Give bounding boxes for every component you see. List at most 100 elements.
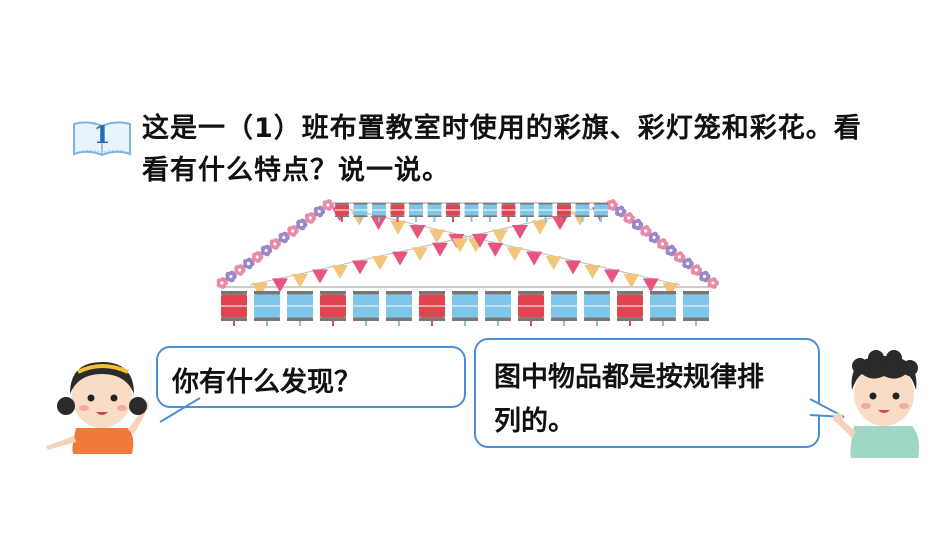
flag <box>512 225 528 239</box>
flag <box>545 256 562 271</box>
lantern <box>551 291 577 326</box>
lantern <box>520 203 534 222</box>
girl-bubble-tail <box>159 397 201 423</box>
flower <box>707 277 719 289</box>
flag <box>392 251 408 266</box>
flower <box>260 244 273 257</box>
flag <box>352 260 368 275</box>
problem-number-badge: 1 <box>72 118 132 158</box>
flag-row <box>252 207 679 297</box>
flower <box>216 277 228 289</box>
flag <box>492 229 508 244</box>
flower <box>243 257 255 270</box>
lantern <box>419 291 445 326</box>
flower <box>287 225 299 237</box>
flag <box>428 229 445 244</box>
flower <box>682 257 694 270</box>
flower <box>269 238 281 250</box>
lantern <box>427 203 442 222</box>
lantern <box>372 203 386 222</box>
lantern <box>650 291 676 326</box>
flag <box>472 233 488 248</box>
flag <box>452 238 468 253</box>
flower <box>313 205 326 218</box>
flower <box>322 199 334 211</box>
flag <box>292 273 308 288</box>
flower-chain <box>216 199 719 289</box>
flag <box>252 282 268 297</box>
flag <box>532 220 548 235</box>
flag <box>370 216 387 231</box>
flag <box>409 225 426 239</box>
flag <box>552 216 568 231</box>
lantern <box>538 203 553 222</box>
lantern <box>683 291 709 326</box>
lantern <box>464 203 479 222</box>
flower <box>690 264 703 276</box>
flower <box>606 199 618 211</box>
flower <box>278 231 290 244</box>
lantern <box>320 291 346 326</box>
lantern <box>557 203 571 222</box>
lantern <box>254 291 280 326</box>
flower <box>673 251 686 263</box>
flower <box>234 264 246 276</box>
flag <box>432 242 448 257</box>
flag <box>312 269 328 284</box>
lantern <box>575 203 590 222</box>
lantern <box>353 291 379 326</box>
lantern <box>409 203 423 222</box>
girl-speech-bubble: 你有什么发现？ <box>156 346 466 408</box>
lantern <box>386 291 412 326</box>
lantern <box>452 291 478 326</box>
problem-text: 这是一（1）班布置教室时使用的彩旗、彩灯笼和彩花。看看有什么特点？说一说。 <box>142 113 862 186</box>
flag <box>565 260 582 275</box>
flag <box>332 265 348 279</box>
lantern-row <box>221 203 709 326</box>
flower <box>657 238 669 250</box>
flag <box>487 242 504 257</box>
lantern <box>501 203 516 222</box>
flower <box>648 231 661 244</box>
flower <box>304 212 317 224</box>
classroom-decoration-illustration <box>216 199 719 326</box>
lantern <box>617 291 643 326</box>
lantern <box>335 203 349 222</box>
boy-avatar <box>833 350 920 458</box>
boy-speech-bubble: 图中物品都是按规律排列的。 <box>474 338 820 448</box>
flag <box>412 247 428 262</box>
flower <box>623 212 635 224</box>
open-book-icon <box>73 121 131 157</box>
flag <box>642 278 659 293</box>
flower <box>296 218 308 231</box>
flower <box>631 218 644 231</box>
flag <box>526 251 543 266</box>
lantern <box>518 291 544 326</box>
problem-number: 1 <box>93 120 111 149</box>
flag <box>390 220 407 235</box>
lantern <box>584 291 610 326</box>
flag <box>272 278 288 293</box>
flower <box>614 205 627 218</box>
lantern <box>221 291 247 326</box>
flower <box>640 225 652 237</box>
flower <box>225 270 237 283</box>
flower <box>251 251 264 263</box>
lantern <box>390 203 405 222</box>
lantern <box>483 203 497 222</box>
flag <box>372 256 388 271</box>
boy-bubble-tail <box>809 398 845 418</box>
flower <box>699 270 711 283</box>
lantern <box>485 291 511 326</box>
girl-speech-text: 你有什么发现？ <box>172 367 361 398</box>
flower <box>665 244 677 257</box>
flag <box>584 265 601 279</box>
boy-speech-text: 图中物品都是按规律排列的。 <box>494 362 764 437</box>
flag <box>506 247 523 262</box>
flag <box>662 282 679 297</box>
lantern <box>594 203 608 222</box>
lantern <box>353 203 368 222</box>
lantern <box>287 291 313 326</box>
girl-avatar <box>46 362 149 454</box>
lantern <box>446 203 460 222</box>
